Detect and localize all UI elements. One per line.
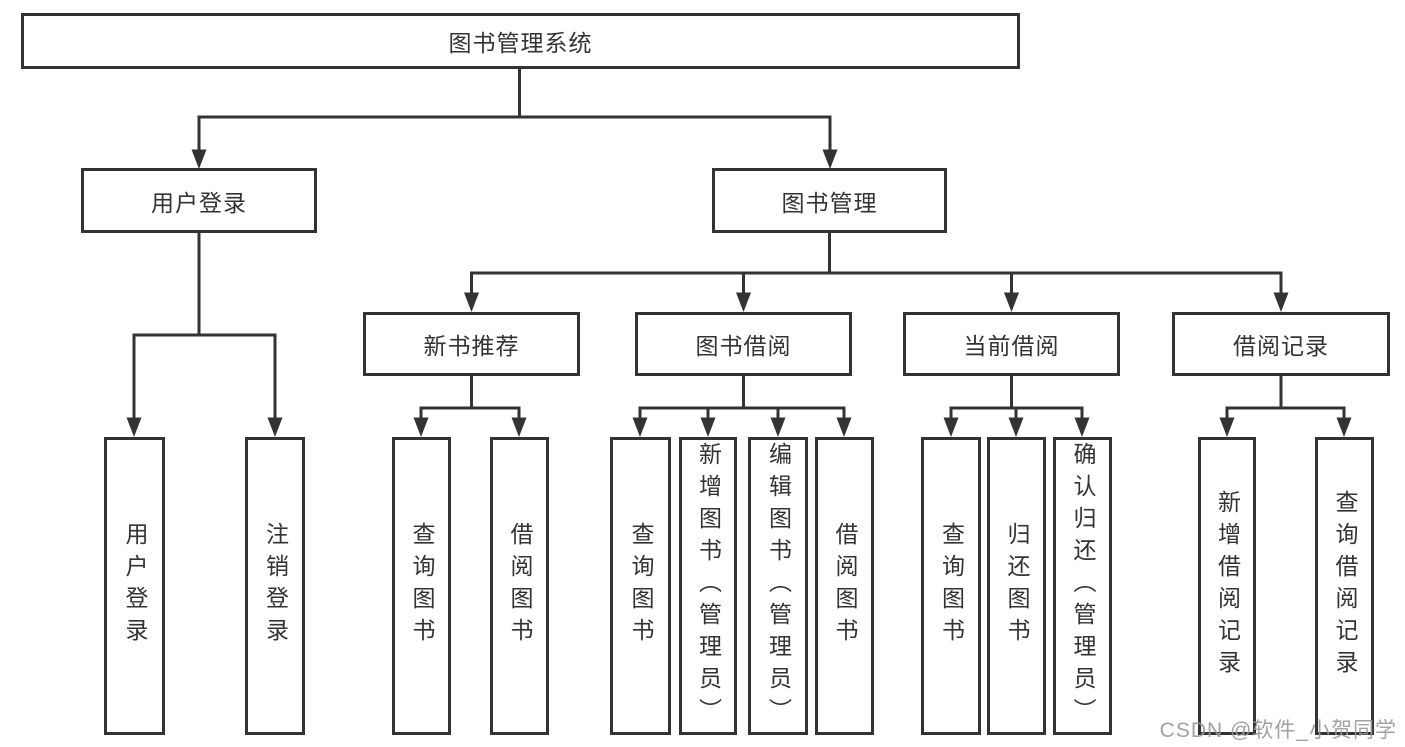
connector-root-to-branches: [191, 67, 838, 169]
node-leaf-add-borrow-record: 新增借阅记录: [1198, 437, 1256, 735]
node-borrow-records: 借阅记录: [1172, 312, 1390, 376]
node-book-borrow-label: 图书借阅: [695, 333, 792, 359]
node-borrow-records-label: 借阅记录: [1233, 333, 1329, 359]
node-leaf-query-borrow-record: 查询借阅记录: [1315, 437, 1374, 735]
node-leaf-confirm-return-admin-label: 确认归还（管理员）: [1070, 442, 1096, 730]
node-leaf-return-book-label: 归还图书: [1004, 522, 1030, 650]
node-leaf-user-login: 用户登录: [104, 437, 165, 735]
node-leaf-query-books-current: 查询图书: [921, 437, 981, 735]
node-book-management: 图书管理: [712, 168, 947, 233]
node-leaf-query-books-rec: 查询图书: [392, 437, 451, 735]
node-leaf-query-books-borrow: 查询图书: [610, 437, 671, 735]
node-leaf-query-borrow-record-label: 查询借阅记录: [1332, 490, 1358, 682]
node-current-borrow-label: 当前借阅: [963, 333, 1060, 359]
node-leaf-borrow-books-rec-label: 借阅图书: [507, 522, 533, 650]
node-leaf-add-book-admin: 新增图书（管理员）: [679, 437, 737, 735]
node-leaf-add-borrow-record-label: 新增借阅记录: [1214, 490, 1241, 682]
node-leaf-borrow-books-rec: 借阅图书: [490, 437, 549, 735]
node-root-label: 图书管理系统: [448, 30, 593, 56]
connector-book-mgmt-to-modules: [464, 231, 1289, 312]
node-leaf-logout-label: 注销登录: [262, 522, 289, 650]
node-user-login: 用户登录: [81, 168, 317, 233]
node-new-book-recommend-label: 新书推荐: [423, 333, 520, 359]
node-leaf-add-book-admin-label: 新增图书（管理员）: [695, 442, 722, 730]
node-leaf-return-book: 归还图书: [987, 437, 1046, 735]
connector-book-borrow-to-leaves: [632, 374, 852, 437]
connector-current-borrow-to-leaves: [943, 374, 1090, 437]
node-leaf-edit-book-admin-label: 编辑图书（管理员）: [765, 442, 792, 730]
node-leaf-user-login-label: 用户登录: [122, 522, 148, 650]
node-book-borrow: 图书借阅: [635, 312, 852, 376]
node-leaf-query-books-rec-label: 查询图书: [409, 522, 435, 650]
node-leaf-borrow-books: 借阅图书: [815, 437, 874, 735]
node-leaf-borrow-books-label: 借阅图书: [832, 522, 858, 650]
node-leaf-confirm-return-admin: 确认归还（管理员）: [1053, 437, 1112, 735]
node-leaf-query-books-borrow-label: 查询图书: [628, 522, 654, 650]
connector-user-login-to-leaves: [126, 231, 283, 437]
node-current-borrow: 当前借阅: [903, 312, 1120, 376]
csdn-watermark: CSDN @软件_小贺同学: [1159, 719, 1397, 742]
node-new-book-recommend: 新书推荐: [363, 312, 580, 376]
node-leaf-query-books-current-label: 查询图书: [938, 522, 965, 650]
connector-new-book-rec-to-leaves: [413, 374, 527, 437]
node-leaf-logout: 注销登录: [245, 437, 305, 735]
connector-borrow-records-to-leaves: [1219, 374, 1352, 437]
node-user-login-label: 用户登录: [151, 189, 247, 216]
node-book-management-label: 图书管理: [781, 189, 878, 216]
node-leaf-edit-book-admin: 编辑图书（管理员）: [748, 437, 808, 735]
node-root: 图书管理系统: [21, 13, 1020, 69]
